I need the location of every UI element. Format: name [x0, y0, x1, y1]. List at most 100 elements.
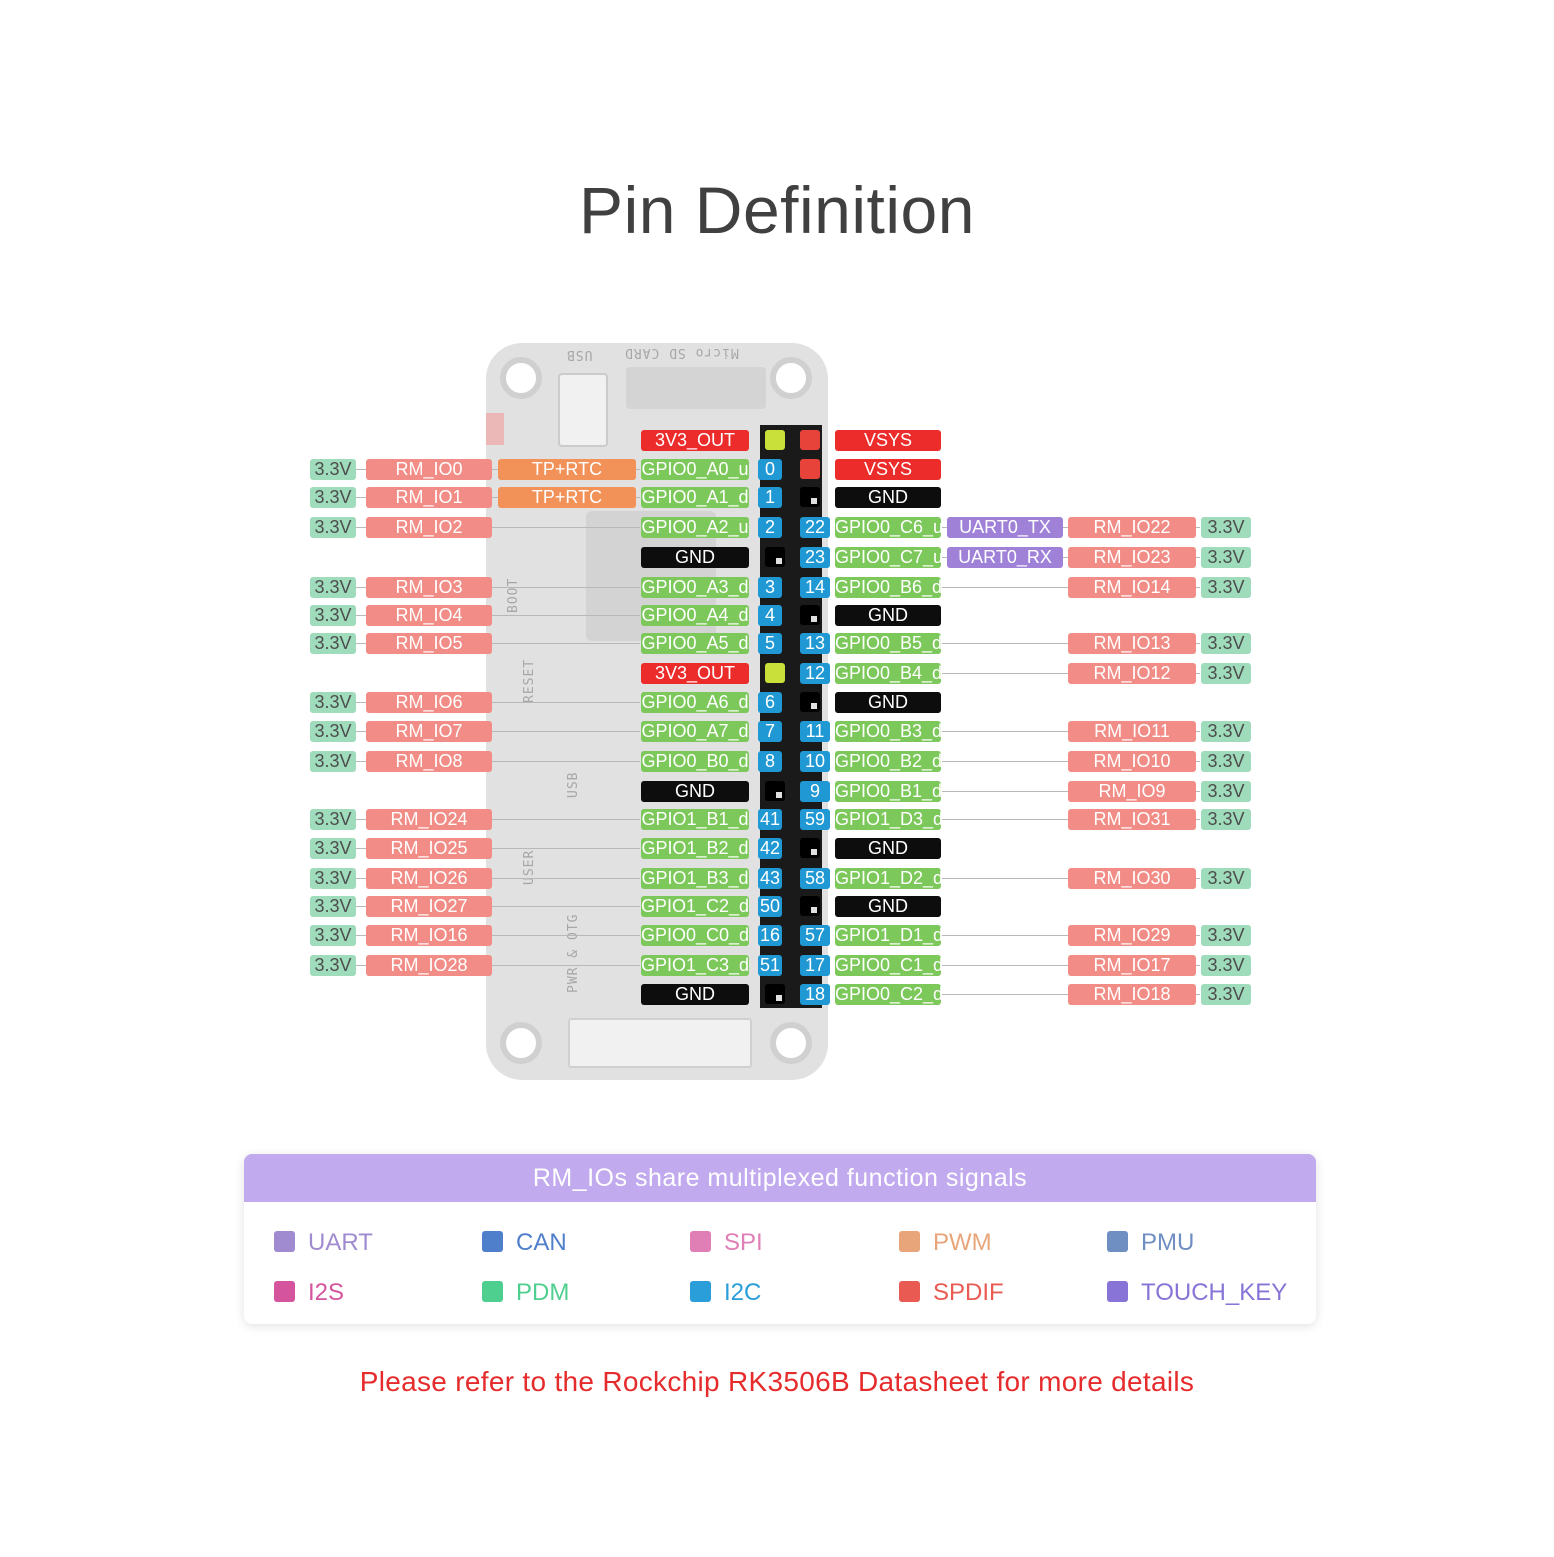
signal-label: GPIO1_D3_d: [835, 809, 941, 830]
signal-label: GND: [641, 984, 749, 1005]
pin-pad: [800, 487, 820, 507]
rm-io-label: RM_IO9: [1068, 781, 1196, 802]
voltage-label: 3.3V: [1201, 925, 1251, 946]
legend-swatch: [274, 1231, 295, 1252]
legend-swatch: [482, 1281, 503, 1302]
pin-number: 18: [800, 984, 830, 1005]
legend-swatch: [482, 1231, 503, 1252]
uart-label: UART0_TX: [947, 517, 1063, 538]
voltage-label: 3.3V: [310, 838, 356, 859]
signal-label: GND: [835, 838, 941, 859]
legend-swatch: [899, 1231, 920, 1252]
pin-number: 12: [800, 663, 830, 684]
signal-label: GPIO0_A4_d: [641, 605, 749, 626]
signal-label: GPIO0_B6_d: [835, 577, 941, 598]
rm-io-label: RM_IO25: [366, 838, 492, 859]
signal-label: GND: [835, 605, 941, 626]
legend-item: PWM: [899, 1230, 992, 1256]
leader-line: [356, 643, 640, 644]
signal-label: GPIO1_B1_d: [641, 809, 749, 830]
signal-label: GPIO1_C3_d: [641, 955, 749, 976]
leader-line: [356, 702, 640, 703]
signal-label: GPIO0_A0_u: [641, 459, 749, 480]
legend-label: PWM: [933, 1229, 992, 1256]
signal-label: GPIO0_A3_d: [641, 577, 749, 598]
pin-number: 58: [800, 868, 830, 889]
legend-item: TOUCH_KEY: [1107, 1280, 1287, 1306]
signal-label: GND: [641, 781, 749, 802]
rm-io-label: RM_IO26: [366, 868, 492, 889]
pin-number: 6: [758, 692, 782, 713]
legend-item: CAN: [482, 1230, 567, 1256]
legend-item: SPI: [690, 1230, 763, 1256]
rm-io-label: RM_IO10: [1068, 751, 1196, 772]
rm-io-label: RM_IO23: [1068, 547, 1196, 568]
signal-label: 3V3_OUT: [641, 663, 749, 684]
voltage-label: 3.3V: [310, 955, 356, 976]
legend-card: RM_IOs share multiplexed function signal…: [244, 1154, 1316, 1324]
tp-rtc-label: TP+RTC: [498, 487, 636, 508]
legend-label: I2C: [724, 1279, 762, 1306]
voltage-label: 3.3V: [1201, 868, 1251, 889]
board-silk-pwr: PWR & OTG: [566, 913, 581, 993]
rm-io-label: RM_IO12: [1068, 663, 1196, 684]
voltage-label: 3.3V: [1201, 517, 1251, 538]
board-led: [486, 413, 504, 445]
legend-item: I2S: [274, 1280, 344, 1306]
signal-label: GPIO0_C6_u: [835, 517, 941, 538]
voltage-label: 3.3V: [310, 692, 356, 713]
pin-number: 2: [758, 517, 782, 538]
rm-io-label: RM_IO5: [366, 633, 492, 654]
voltage-label: 3.3V: [1201, 955, 1251, 976]
signal-label: GPIO1_D1_d: [835, 925, 941, 946]
pin-pad: [800, 838, 820, 858]
leader-line: [356, 731, 640, 732]
signal-label: GPIO1_C2_d: [641, 896, 749, 917]
rm-io-label: RM_IO4: [366, 605, 492, 626]
pin-pad: [800, 430, 820, 450]
board-silk-usb: USB: [566, 347, 593, 362]
legend-label: SPI: [724, 1229, 763, 1256]
legend-label: UART: [308, 1229, 373, 1256]
voltage-label: 3.3V: [1201, 721, 1251, 742]
signal-label: GPIO0_C0_d: [641, 925, 749, 946]
mounting-hole: [770, 357, 812, 399]
voltage-label: 3.3V: [310, 896, 356, 917]
rm-io-label: RM_IO31: [1068, 809, 1196, 830]
rm-io-label: RM_IO11: [1068, 721, 1196, 742]
voltage-label: 3.3V: [1201, 547, 1251, 568]
signal-label: GND: [835, 692, 941, 713]
signal-label: GPIO0_B2_d: [835, 751, 941, 772]
pinout-diagram: Micro SD CARD USB BOOT RESET USER USB PW…: [310, 343, 1251, 1080]
rm-io-label: RM_IO18: [1068, 984, 1196, 1005]
pin-number: 4: [758, 605, 782, 626]
voltage-label: 3.3V: [310, 517, 356, 538]
rm-io-label: RM_IO8: [366, 751, 492, 772]
pin-number: 16: [758, 925, 782, 946]
pin-number: 51: [758, 955, 782, 976]
legend-label: SPDIF: [933, 1279, 1004, 1306]
signal-label: GPIO0_C1_d: [835, 955, 941, 976]
leader-line: [356, 819, 640, 820]
pin-number: 10: [800, 751, 830, 772]
pin-number: 41: [758, 809, 782, 830]
sd-card-slot: [626, 367, 766, 409]
ffc-connector: [568, 1018, 752, 1068]
legend-label: PMU: [1141, 1229, 1195, 1256]
signal-label: GPIO0_B0_d: [641, 751, 749, 772]
voltage-label: 3.3V: [310, 487, 356, 508]
leader-line: [356, 965, 640, 966]
pin-header: [760, 425, 822, 1008]
pin-number: 22: [800, 517, 830, 538]
signal-label: GPIO1_B2_d: [641, 838, 749, 859]
signal-label: GPIO0_C2_d: [835, 984, 941, 1005]
leader-line: [356, 527, 640, 528]
pin-number: 57: [800, 925, 830, 946]
mounting-hole: [500, 357, 542, 399]
pin-pad: [800, 459, 820, 479]
leader-line: [356, 935, 640, 936]
rm-io-label: RM_IO2: [366, 517, 492, 538]
board-silk-boot: BOOT: [506, 577, 521, 613]
pin-number: 3: [758, 577, 782, 598]
rm-io-label: RM_IO22: [1068, 517, 1196, 538]
